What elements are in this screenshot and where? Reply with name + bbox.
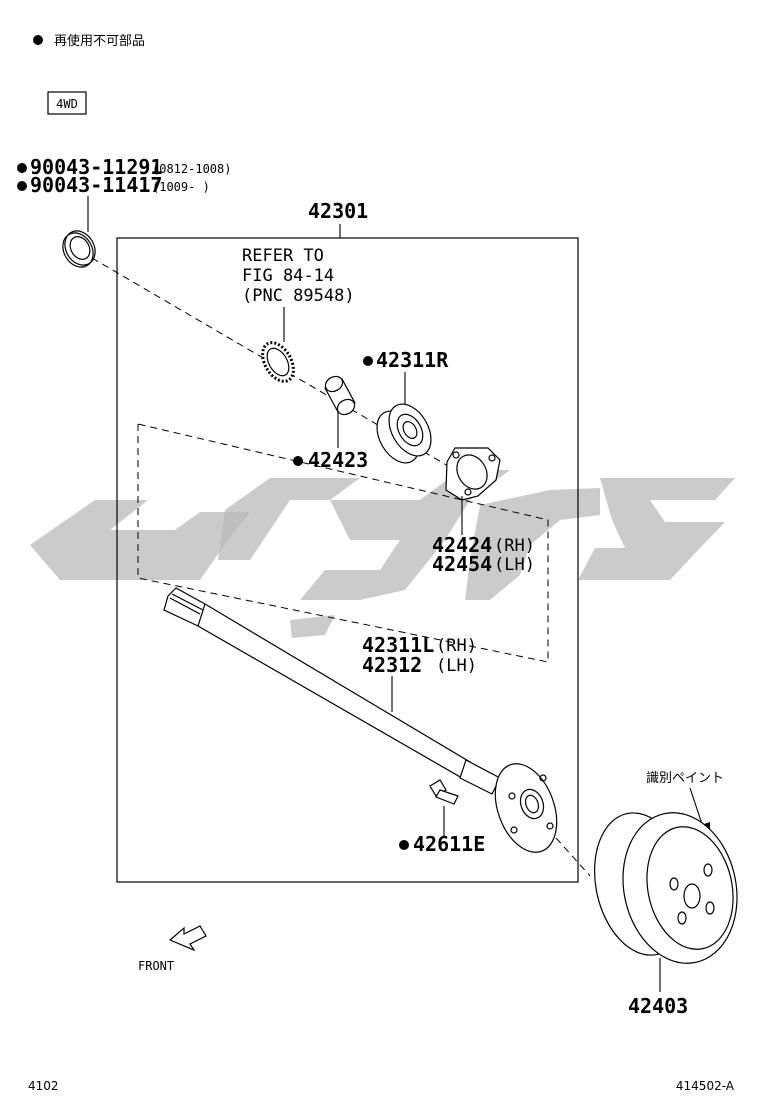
assembly-box	[116, 237, 579, 883]
axle-shaft-part	[163, 587, 558, 853]
seal-bullet-1-icon	[17, 163, 27, 173]
refer-line-2: FIG 84-14	[242, 266, 334, 286]
retainer-part	[324, 375, 356, 416]
retainer-bullet-icon	[293, 456, 303, 466]
seal-range-1: (0812-1008)	[152, 162, 231, 176]
retainer-part-number: 42423	[308, 448, 368, 472]
watermark-logo	[30, 470, 735, 638]
bolt-bullet-icon	[399, 840, 409, 850]
assembly-part-number: 42301	[308, 199, 368, 223]
bolt-part-number: 42611E	[413, 832, 485, 856]
brake-drum-part	[593, 812, 738, 964]
front-arrow-icon	[168, 925, 207, 952]
abs-rotor-part	[261, 341, 295, 383]
bearing-retainer-plate-part	[445, 447, 501, 501]
plate-suffix-rh: (RH)	[494, 536, 535, 556]
footer-right: 414502-A	[676, 1079, 735, 1093]
seal-range-2: (1009- )	[152, 180, 210, 194]
shaft-part-number-lh: 42312	[362, 653, 422, 677]
bearing-part-number: 42311R	[376, 348, 449, 372]
bearing-part	[376, 403, 432, 464]
variant-box	[47, 91, 87, 115]
seal-bullet-2-icon	[17, 181, 27, 191]
refer-line-1: REFER TO	[242, 246, 324, 266]
plate-part-number-rh: 42424	[432, 533, 492, 557]
subassembly-outline	[137, 423, 549, 663]
refer-line-3: (PNC 89548)	[242, 286, 355, 306]
shaft-part-number-rh: 42311L	[362, 633, 434, 657]
hub-bolt-part	[429, 779, 459, 805]
front-label: FRONT	[138, 959, 174, 973]
seal-part-number-2: 90043-11417	[30, 173, 162, 197]
shaft-suffix-rh: (RH)	[436, 636, 477, 656]
drum-part-number: 42403	[628, 994, 688, 1018]
plate-suffix-lh: (LH)	[494, 555, 535, 575]
legend-note: 再使用不可部品	[54, 33, 145, 49]
paint-mark-label: 識別ペイント	[646, 771, 724, 786]
shaft-suffix-lh: (LH)	[436, 656, 477, 676]
oil-seal-part	[62, 230, 96, 268]
legend-bullet-icon	[33, 35, 43, 45]
seal-part-number-1: 90043-11291	[30, 155, 162, 179]
variant-label: 4WD	[56, 97, 78, 111]
bearing-bullet-icon	[363, 356, 373, 366]
footer-left: 4102	[28, 1079, 59, 1093]
plate-part-number-lh: 42454	[432, 552, 492, 576]
